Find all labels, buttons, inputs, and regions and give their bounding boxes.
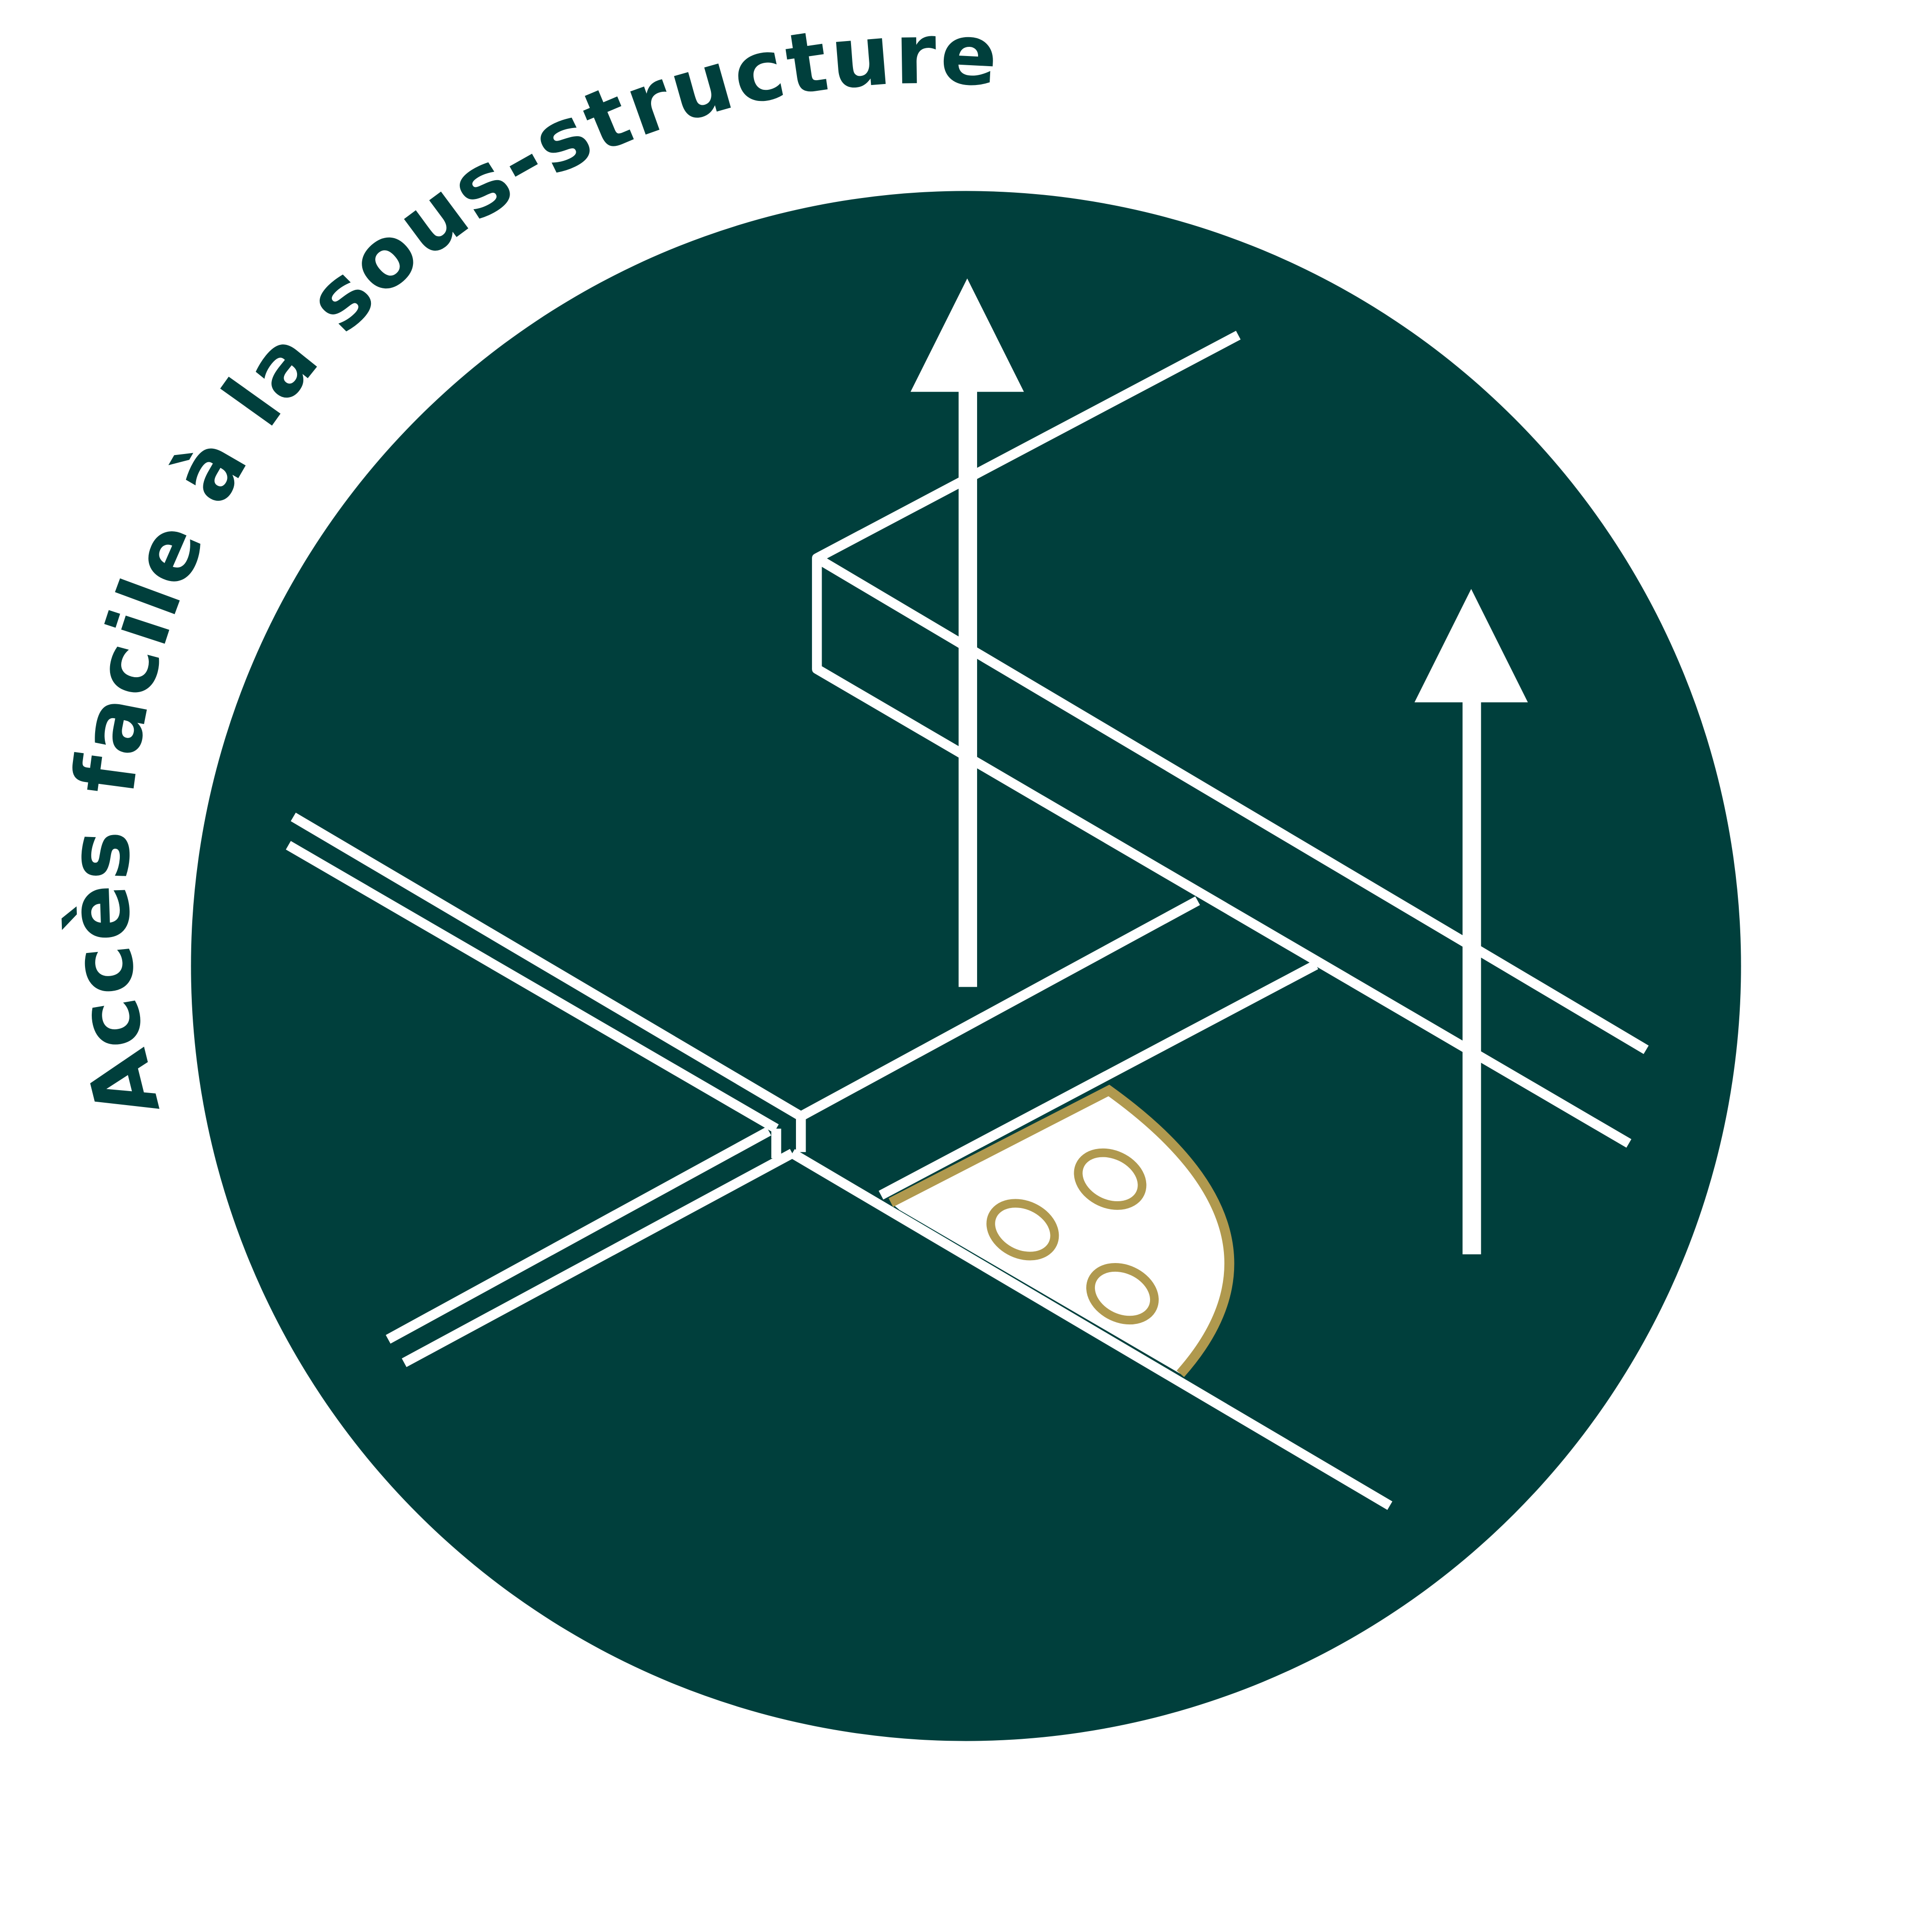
arrow-up-icon [1414,589,1528,1254]
access-hatch-icon [888,1084,1235,1378]
structure-beam-icon [285,330,1649,1510]
arrow-up-icon [910,278,1024,987]
